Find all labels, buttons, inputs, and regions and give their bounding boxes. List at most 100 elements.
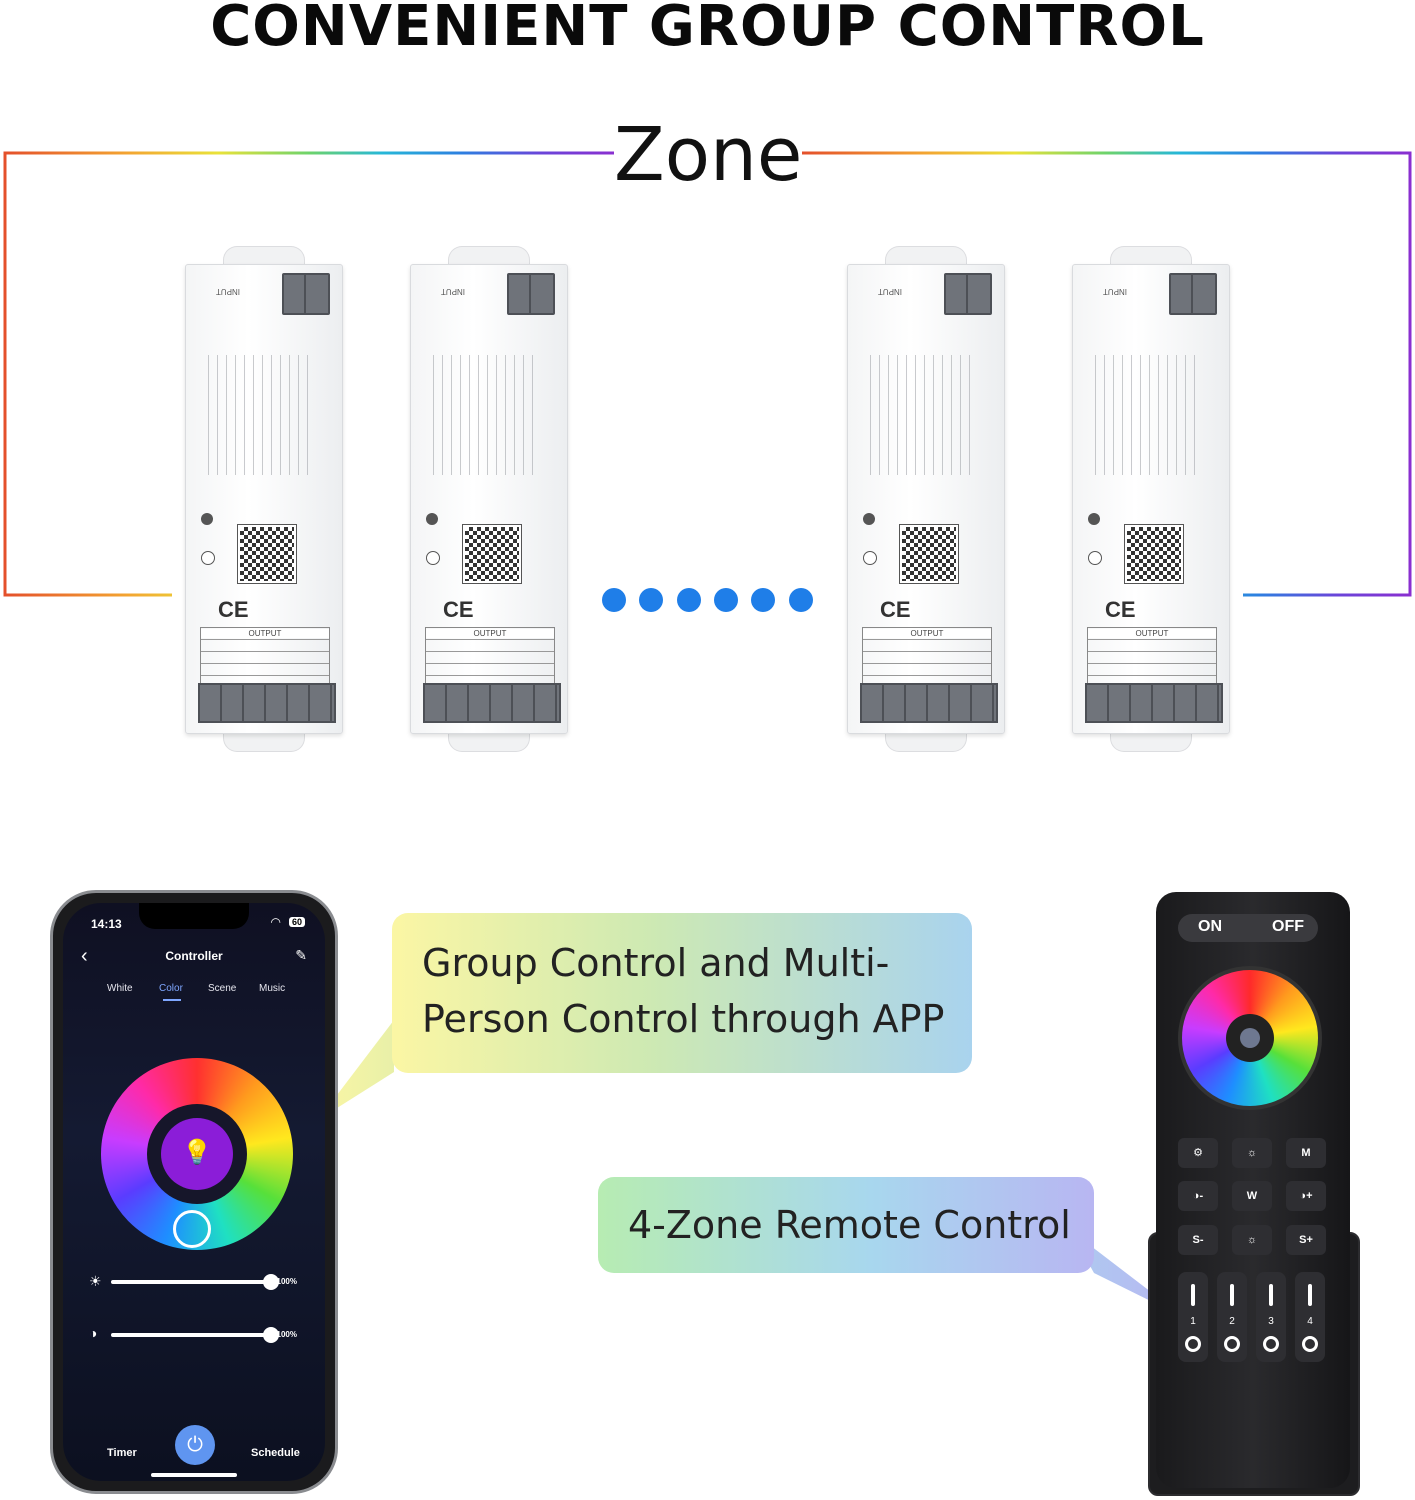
output-terminal [198, 683, 336, 723]
saturation-knob[interactable] [263, 1327, 279, 1343]
led-controller-3: INPUT CE OUTPUT [847, 246, 1005, 752]
color-wheel-handle[interactable] [173, 1210, 211, 1248]
edit-icon[interactable]: ✎ [295, 947, 307, 963]
saturation-slider[interactable] [111, 1327, 279, 1343]
bulb-icon: 💡 [182, 1139, 212, 1166]
set-button [426, 551, 440, 565]
qr-code [1124, 524, 1184, 584]
back-icon[interactable]: ‹ [81, 945, 88, 967]
app-callout: Group Control and Multi-Person Control t… [392, 913, 972, 1073]
app-title: Controller [165, 949, 223, 963]
cert-marks: CE [880, 597, 911, 622]
qr-code [462, 524, 522, 584]
set-button [863, 551, 877, 565]
zone-2-label: 2 [1229, 1316, 1235, 1327]
app-callout-text: Group Control and Multi-Person Control t… [422, 941, 945, 1041]
spec-print [208, 355, 308, 475]
output-label: OUTPUT [426, 629, 554, 638]
zone-off-icon [1185, 1336, 1201, 1352]
input-terminal [944, 273, 992, 315]
brightness-value: 100% [276, 1277, 297, 1286]
output-label: OUTPUT [863, 629, 991, 638]
color-wheel-hole: 💡 [147, 1104, 247, 1204]
qr-code [237, 524, 297, 584]
tab-music[interactable]: Music [259, 983, 286, 994]
ellipsis-dot [789, 588, 813, 612]
speed-up-button[interactable]: S+ [1286, 1225, 1326, 1255]
saturation-down-button[interactable]: ◑- [1178, 1181, 1218, 1211]
headline: CONVENIENT GROUP CONTROL [210, 0, 1205, 59]
led-controller-4: INPUT CE OUTPUT [1072, 246, 1230, 752]
set-button [1088, 551, 1102, 565]
color-wheel[interactable]: 💡 [101, 1058, 293, 1250]
led-controller-1: INPUT CE OUTPUT [185, 246, 343, 752]
controller-body: INPUT CE OUTPUT [185, 264, 343, 734]
tab-white[interactable]: White [107, 983, 133, 994]
brightness-button[interactable]: ☼ [1232, 1138, 1272, 1168]
pilot-lamp [1088, 513, 1100, 525]
phone-notch [139, 903, 249, 929]
battery-icon: 60 [288, 917, 305, 927]
brightness-knob[interactable] [263, 1274, 279, 1290]
mode-button[interactable]: M [1286, 1138, 1326, 1168]
remote-wheel-hub [1226, 1014, 1274, 1062]
input-terminal [1169, 273, 1217, 315]
tab-color[interactable]: Color [159, 983, 183, 994]
schedule-button[interactable]: Schedule [251, 1447, 300, 1459]
color-mix-button[interactable]: ⚙ [1178, 1138, 1218, 1168]
remote-control: ON OFF ⚙ ☼ M ◑- W ◑+ S- ☼ S+ 1 2 3 4 [1156, 892, 1350, 1488]
spec-print [870, 355, 970, 475]
pilot-lamp [201, 513, 213, 525]
active-tab-indicator [163, 999, 181, 1001]
controller-body: INPUT CE OUTPUT [410, 264, 568, 734]
set-button [201, 551, 215, 565]
output-label: OUTPUT [1088, 629, 1216, 638]
zone-off-icon [1302, 1336, 1318, 1352]
saturation-up-button[interactable]: ◑+ [1286, 1181, 1326, 1211]
saturation-icon: ◑ [89, 1325, 98, 1341]
tab-scene[interactable]: Scene [208, 983, 237, 994]
zone-1-label: 1 [1190, 1316, 1196, 1327]
cert-marks: CE [1105, 597, 1136, 622]
ellipsis-dot [751, 588, 775, 612]
wifi-icon: ◠ [270, 915, 281, 929]
ellipsis-dot [639, 588, 663, 612]
white-button[interactable]: W [1232, 1181, 1272, 1211]
input-terminal [507, 273, 555, 315]
zone-4-label: 4 [1307, 1316, 1313, 1327]
zone-label: Zone [614, 112, 803, 198]
remote-callout-text: 4-Zone Remote Control [628, 1203, 1071, 1247]
zone-2-button[interactable]: 2 [1217, 1272, 1247, 1362]
brightness-adjust-button[interactable]: ☼ [1232, 1225, 1272, 1255]
output-terminal [423, 683, 561, 723]
off-button[interactable]: OFF [1272, 918, 1304, 935]
zone-3-button[interactable]: 3 [1256, 1272, 1286, 1362]
led-controller-2: INPUT CE OUTPUT [410, 246, 568, 752]
selected-color: 💡 [161, 1118, 233, 1190]
remote-color-wheel[interactable] [1178, 966, 1322, 1110]
power-button[interactable]: ⏻ [175, 1425, 215, 1465]
brightness-slider[interactable] [111, 1274, 279, 1290]
speed-down-button[interactable]: S- [1178, 1225, 1218, 1255]
on-button[interactable]: ON [1198, 918, 1222, 935]
spec-print [1095, 355, 1195, 475]
qr-code [899, 524, 959, 584]
zone-bracket [3, 151, 1412, 597]
zone-4-button[interactable]: 4 [1295, 1272, 1325, 1362]
pilot-lamp [863, 513, 875, 525]
pilot-lamp [426, 513, 438, 525]
zone-on-icon [1269, 1284, 1273, 1306]
zone-1-button[interactable]: 1 [1178, 1272, 1208, 1362]
timer-button[interactable]: Timer [107, 1447, 137, 1459]
cert-marks: CE [218, 597, 249, 622]
zone-off-icon [1224, 1336, 1240, 1352]
home-indicator [151, 1473, 237, 1477]
status-time: 14:13 [91, 917, 122, 931]
brightness-icon: ☀ [89, 1273, 102, 1289]
output-terminal [1085, 683, 1223, 723]
remote-callout: 4-Zone Remote Control [598, 1177, 1094, 1273]
output-terminal [860, 683, 998, 723]
zone-off-icon [1263, 1336, 1279, 1352]
spec-print [433, 355, 533, 475]
ellipsis-dot [677, 588, 701, 612]
